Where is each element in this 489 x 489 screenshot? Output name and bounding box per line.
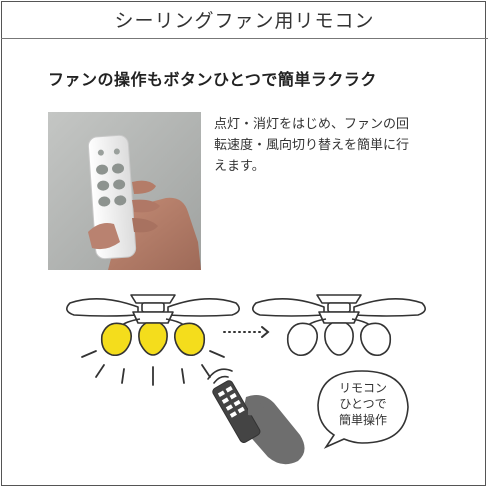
description-line: 転速度・風向切り替えを簡単に行 [214, 138, 410, 153]
description: 点灯・消灯をはじめ、ファンの回 転速度・風向切り替えを簡単に行 えます。 [214, 114, 459, 177]
bubble-line: 簡単操作 [339, 412, 387, 427]
remote-photo [48, 112, 201, 270]
dotted-arrow-icon [223, 326, 270, 338]
bubble-line: リモコン [339, 381, 387, 395]
fan-on-icon [66, 294, 240, 386]
header-divider [1, 38, 488, 39]
description-line: 点灯・消灯をはじめ、ファンの回 [214, 117, 410, 132]
description-line: えます。 [214, 159, 265, 174]
fan-off-icon [252, 294, 426, 357]
page-title: シーリングファン用リモコン [114, 9, 375, 32]
bubble-line: ひとつで [339, 397, 386, 411]
remote-photo-graphic [48, 112, 201, 270]
hand-remote-icon [207, 368, 305, 465]
speech-bubble-icon: リモコン ひとつで 簡単操作 [317, 370, 409, 449]
headline: ファンの操作もボタンひとつで簡単ラクラク [48, 70, 377, 89]
fan-illustration: リモコン ひとつで 簡単操作 [66, 294, 426, 465]
